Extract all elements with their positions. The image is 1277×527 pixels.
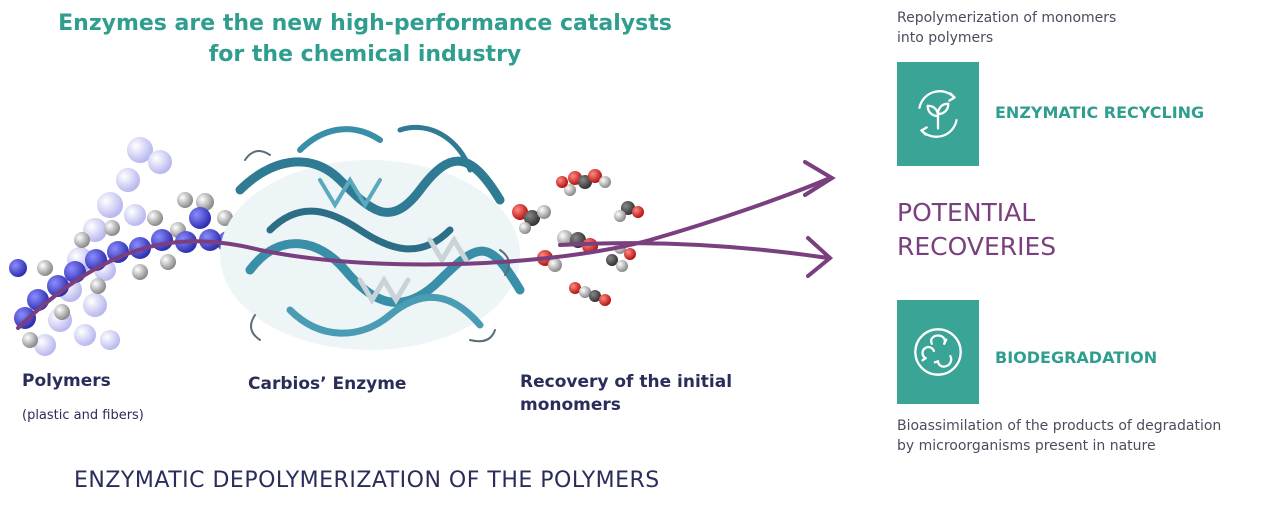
stage-polymers-label: Polymers (22, 371, 111, 391)
stage-recovery-line-2: monomers (520, 395, 621, 415)
stage-enzyme-label: Carbios’ Enzyme (248, 374, 407, 394)
biodegradation-description-line-1: Bioassimilation of the products of degra… (897, 418, 1222, 434)
monomer-molecules (512, 169, 644, 306)
potential-recoveries-line-1: POTENTIAL (897, 198, 1036, 227)
biodegradation-description: Bioassimilation of the products of degra… (897, 416, 1221, 456)
biodegradation-cycle-icon (914, 328, 962, 376)
recycling-leaf-icon (918, 90, 958, 138)
potential-recoveries-line-2: RECOVERIES (897, 232, 1057, 261)
stage-recovery-line-1: Recovery of the initial (520, 372, 733, 392)
recycling-description-line-1: Repolymerization of monomers (897, 10, 1117, 26)
headline-line-1: Enzymes are the new high-performance cat… (58, 11, 672, 36)
depolymerization-illustration (9, 124, 836, 356)
biodegradation-tile (897, 300, 979, 404)
biodegradation-description-line-2: by microorganisms present in nature (897, 438, 1156, 454)
stage-recovery-label: Recovery of the initial monomers (520, 371, 732, 417)
process-arrow (16, 160, 836, 330)
process-title: ENZYMATIC DEPOLYMERIZATION OF THE POLYME… (74, 468, 660, 493)
headline-line-2: for the chemical industry (208, 42, 522, 67)
potential-recoveries-title: POTENTIAL RECOVERIES (897, 196, 1056, 264)
recycling-description: Repolymerization of monomers into polyme… (897, 8, 1116, 48)
headline: Enzymes are the new high-performance cat… (20, 8, 710, 70)
stage-polymers-sublabel: (plastic and fibers) (22, 408, 144, 423)
recycling-description-line-2: into polymers (897, 30, 994, 46)
biodegradation-label: BIODEGRADATION (995, 348, 1158, 367)
recycling-label: ENZYMATIC RECYCLING (995, 103, 1205, 122)
enzyme-structure (220, 124, 525, 350)
recycling-tile (897, 62, 979, 166)
